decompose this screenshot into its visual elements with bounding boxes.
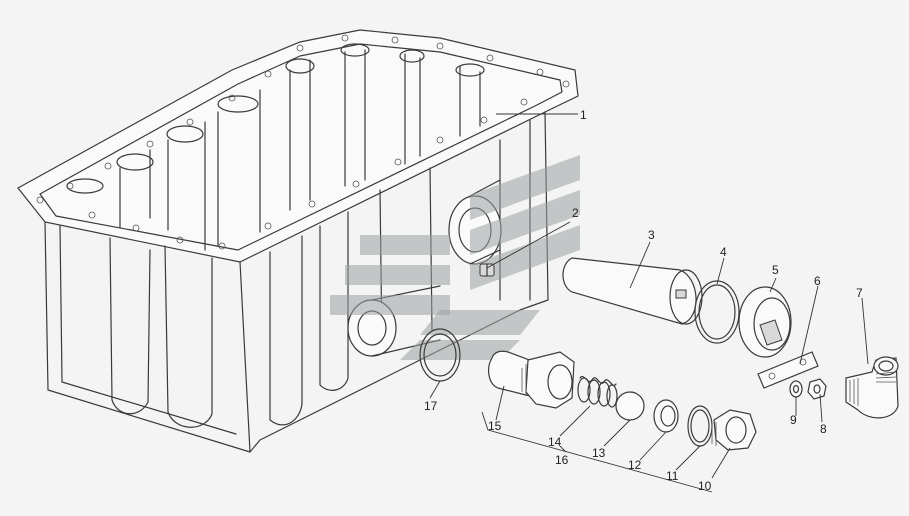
callout-11: 11 [666,469,679,483]
part-15-valve-body [488,350,575,409]
part-2-stud [479,263,495,277]
callout-3: 3 [648,228,655,242]
callout-17: 17 [424,399,438,413]
callout-6: 6 [814,274,821,288]
callout-12: 12 [628,458,642,472]
callout-13: 13 [592,446,606,460]
part-5-cap [738,286,792,358]
part-8-nut [807,378,827,400]
part-4-o-ring [694,280,740,344]
part-11-ring [687,405,713,447]
callout-7: 7 [856,286,863,300]
part-10-hex-plug [711,409,757,451]
watermark-logo [330,155,580,360]
callout-4: 4 [720,245,727,259]
callout-9: 9 [790,413,797,427]
callout-2: 2 [572,206,579,220]
part-7-elbow-fitting [845,356,899,419]
callout-labels: 1 2 3 4 5 6 7 8 9 10 11 12 13 14 15 16 1… [424,108,863,493]
part-13-ball [615,391,645,421]
callout-5: 5 [772,263,779,277]
callout-15: 15 [488,419,502,433]
callout-14: 14 [548,435,562,449]
part-3-filter-cone [562,257,703,325]
part-14-spring [577,376,618,408]
part-12-sleeve [653,399,679,433]
callout-10: 10 [698,479,712,493]
part-9-washer [789,380,803,398]
part-6-plate [757,351,819,389]
callout-1: 1 [580,108,587,122]
leader-lines [429,113,869,493]
callout-16: 16 [555,453,569,467]
callout-8: 8 [820,422,827,436]
